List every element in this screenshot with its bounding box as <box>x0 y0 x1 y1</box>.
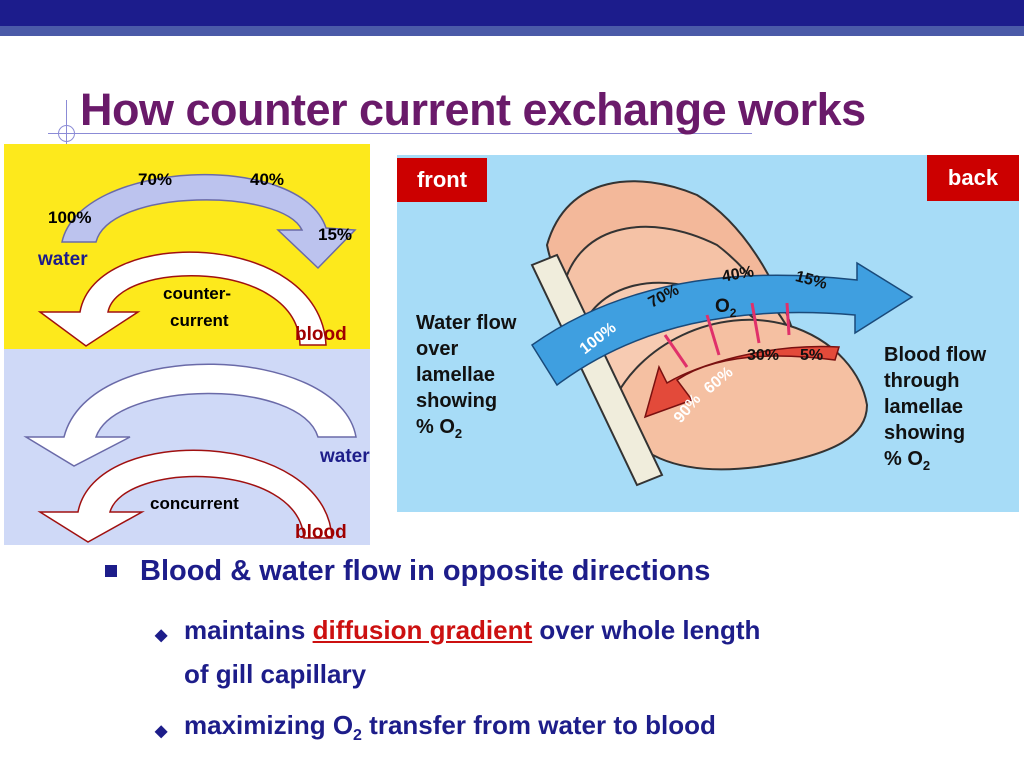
concurrent-label: concurrent <box>150 494 239 513</box>
gill-illustration <box>530 180 914 487</box>
concurrent-blood-arrow <box>37 449 333 543</box>
counter-current-label-1: counter- <box>163 284 231 303</box>
counter-pct-15: 15% <box>318 225 353 244</box>
blood-pct-5: 5% <box>800 347 824 364</box>
slide-title: How counter current exchange works <box>80 84 866 135</box>
blood-flow-arrow <box>643 345 840 419</box>
diamond-bullet-icon: ◆ <box>155 723 168 740</box>
counter-blood-label: blood <box>295 324 347 345</box>
bullet-sub-2: maximizing O2 transfer from water to blo… <box>184 710 716 745</box>
front-tag: front <box>397 158 487 202</box>
title-decoration-rule <box>48 133 752 134</box>
counter-blood-arrow <box>37 251 327 347</box>
concurrent-water-label: water <box>320 446 370 467</box>
bullet-sub-1-line2: of gill capillary <box>184 659 367 689</box>
diffusion-gradient-highlight: diffusion gradient <box>312 615 533 645</box>
bullet-sub-1: maintains diffusion gradient over whole … <box>184 615 761 645</box>
square-bullet-icon <box>105 565 117 577</box>
title-decoration-vline <box>66 100 67 146</box>
diamond-bullet-icon: ◆ <box>155 627 168 644</box>
blood-flow-caption: Blood flow through lamellae showing % O2 <box>884 344 987 473</box>
counter-pct-70: 70% <box>138 170 173 189</box>
counter-pct-40: 40% <box>250 170 285 189</box>
concurrent-water-arrow <box>23 363 357 467</box>
concurrent-blood-label: blood <box>295 522 347 543</box>
bullet-main: Blood & water flow in opposite direction… <box>140 555 711 587</box>
left-arrows <box>23 173 357 543</box>
back-tag: back <box>927 155 1019 201</box>
o2-label: O2 <box>715 296 737 320</box>
counter-water-arrow <box>61 173 357 270</box>
water-flow-caption: Water flow over lamellae showing % O2 <box>416 312 517 441</box>
top-banner-stripe <box>0 26 1024 36</box>
water-flow-arrow <box>530 261 914 387</box>
counter-water-label: water <box>38 249 88 270</box>
gill-rod <box>530 253 664 487</box>
counter-pct-100: 100% <box>48 208 92 227</box>
top-banner <box>0 0 1024 26</box>
blood-pct-30: 30% <box>747 347 780 364</box>
counter-current-label-2: current <box>170 311 229 330</box>
